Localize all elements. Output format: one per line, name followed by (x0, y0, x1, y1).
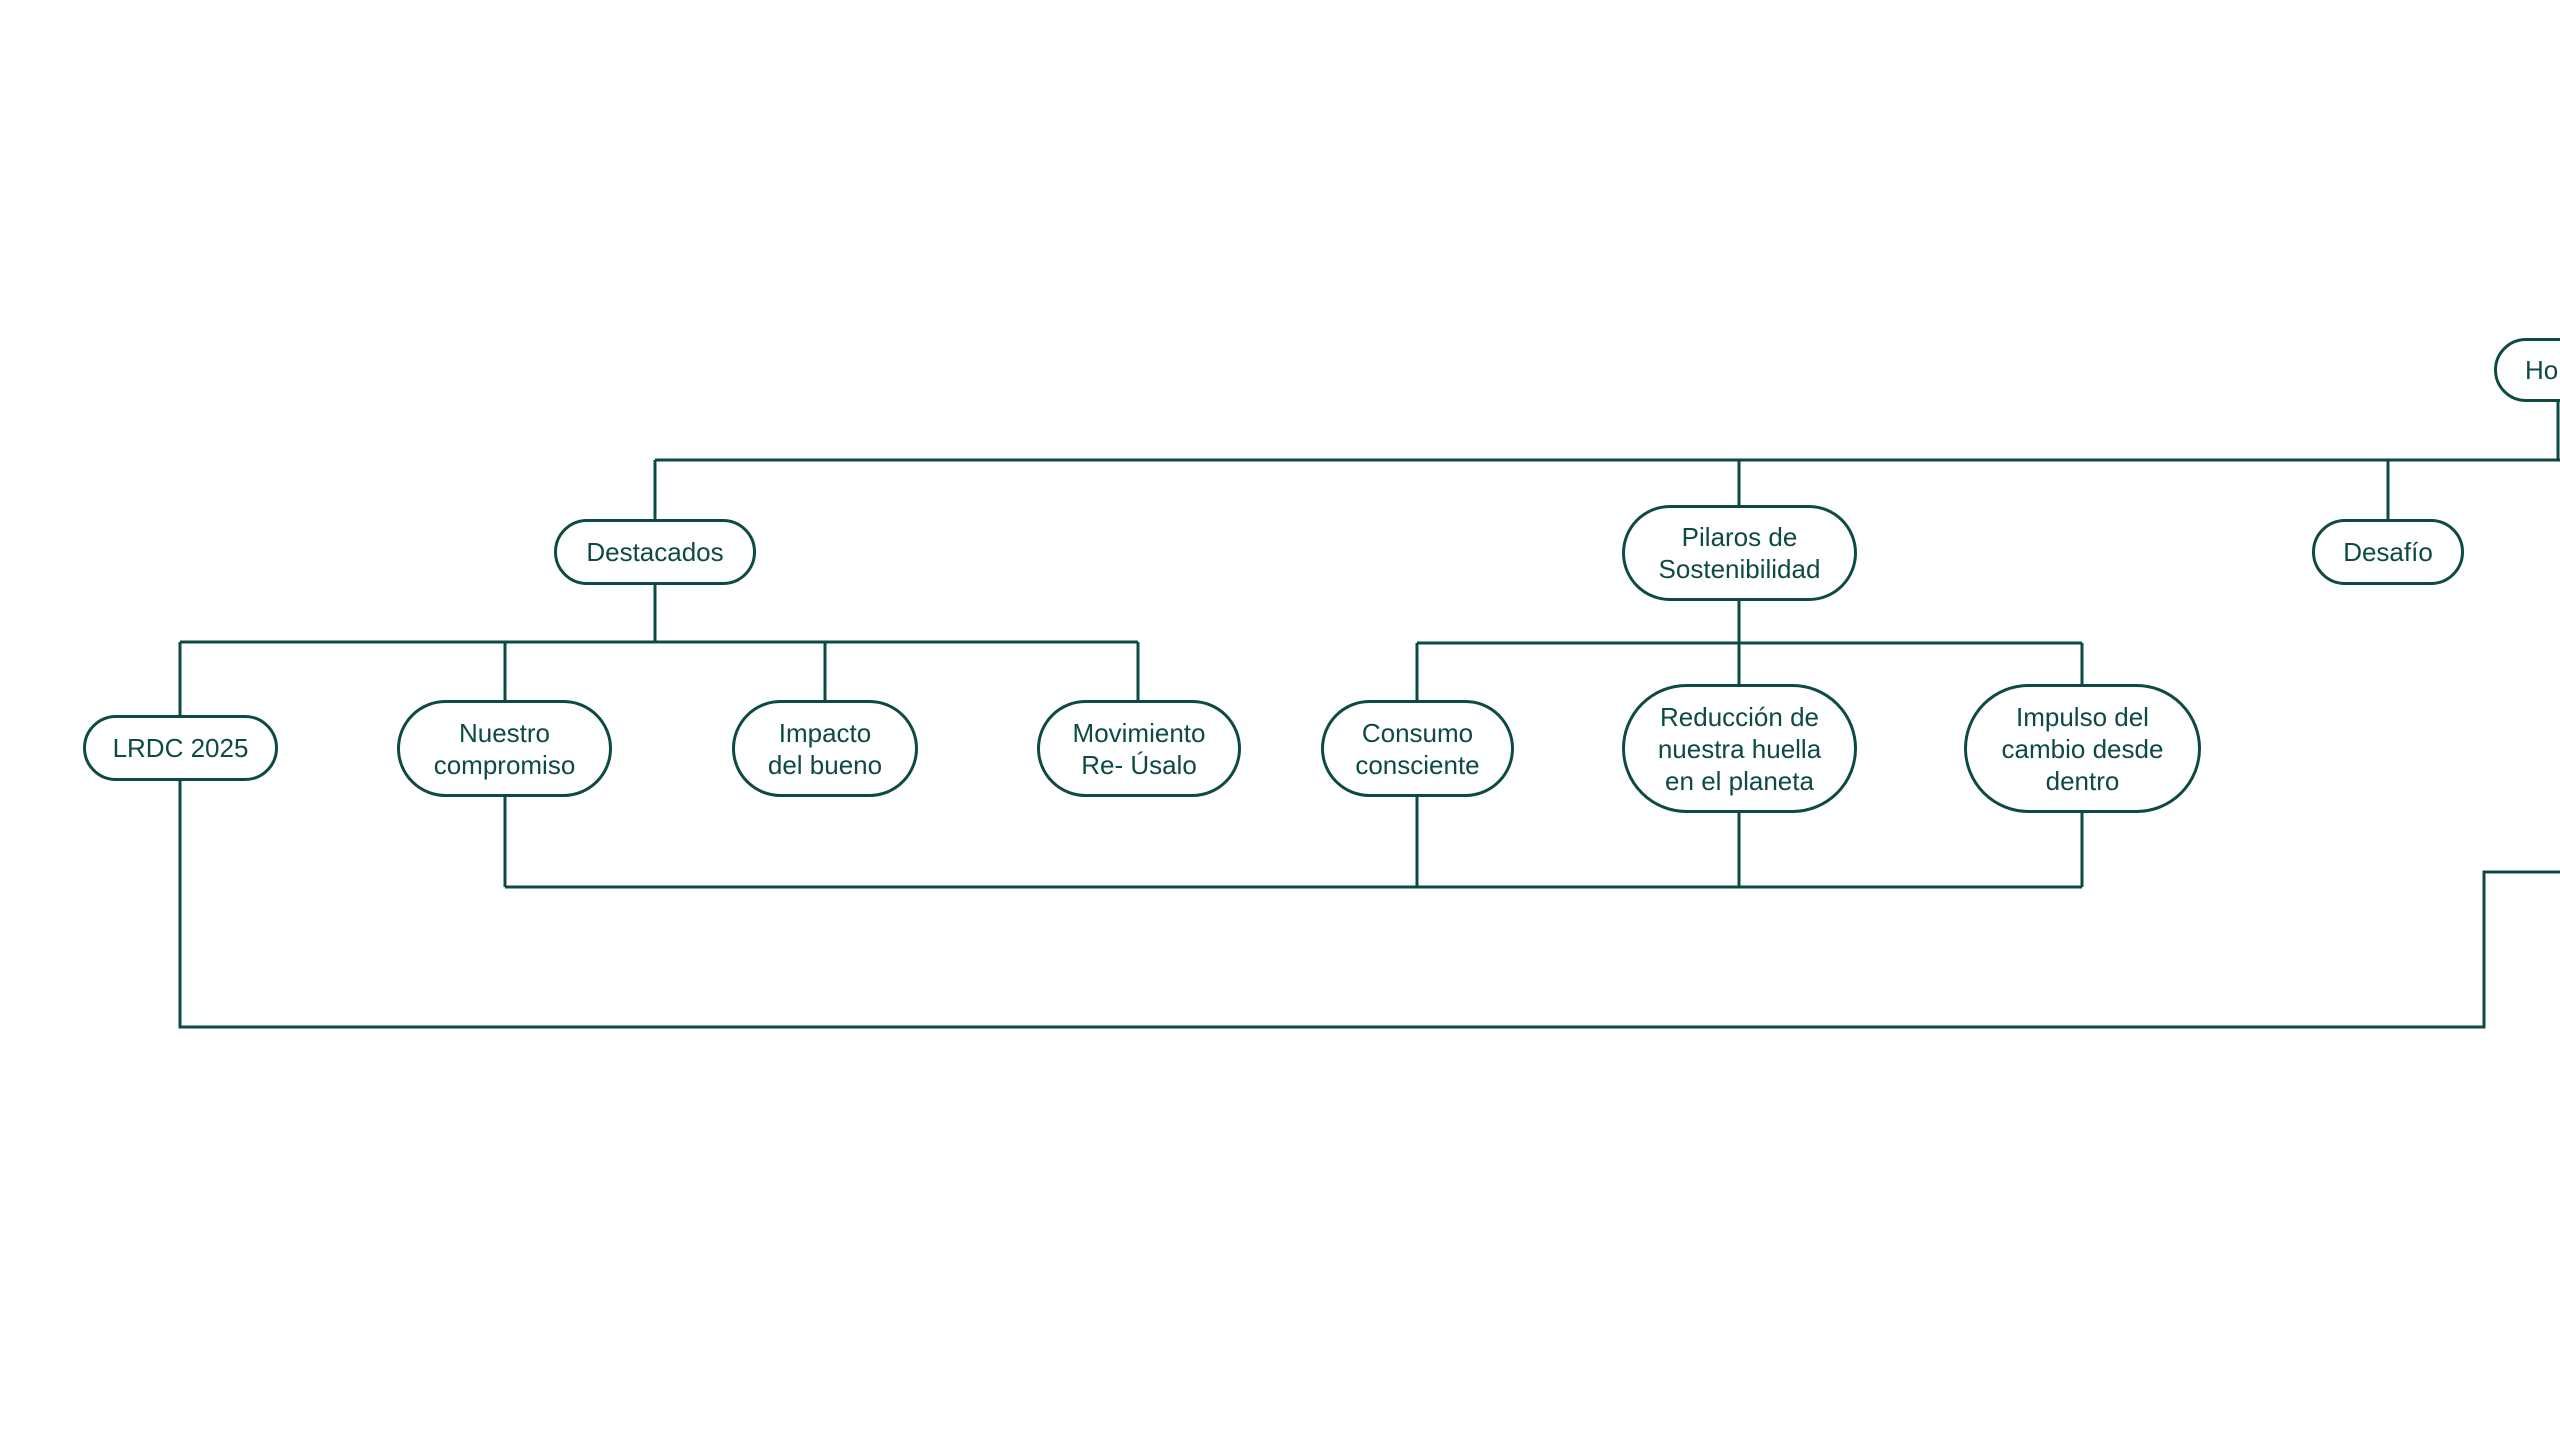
connector-bottom-bar (503, 797, 2084, 889)
node-nuestro[interactable]: Nuestro compromiso (397, 700, 612, 797)
connector-lrdc-loop (178, 781, 2560, 1029)
node-root[interactable]: Ho (2494, 338, 2560, 402)
node-consumo[interactable]: Consumo consciente (1321, 700, 1514, 797)
node-impulso[interactable]: Impulso del cambio desde dentro (1964, 684, 2201, 813)
node-destacados[interactable]: Destacados (554, 519, 756, 585)
node-desafio[interactable]: Desafío (2312, 519, 2464, 585)
node-pilares[interactable]: Pilaros de Sostenibilidad (1622, 505, 1857, 601)
node-reduccion[interactable]: Reducción de nuestra huella en el planet… (1622, 684, 1857, 813)
node-lrdc[interactable]: LRDC 2025 (83, 715, 278, 781)
node-impacto[interactable]: Impacto del bueno (732, 700, 918, 797)
connector-destacados-children (178, 585, 1140, 715)
connector-pilares-children (1415, 601, 2084, 700)
node-movimiento[interactable]: Movimiento Re- Úsalo (1037, 700, 1241, 797)
